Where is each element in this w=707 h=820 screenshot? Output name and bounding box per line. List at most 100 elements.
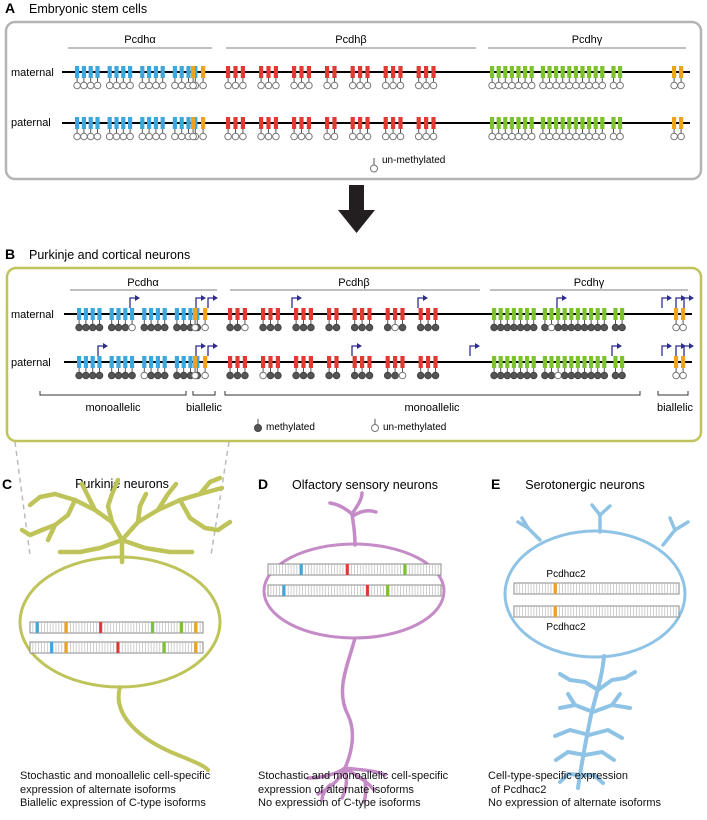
unmethylated-site — [521, 132, 529, 141]
methylated-site — [233, 371, 242, 380]
alpha-exon — [114, 117, 119, 129]
gamma-exon — [529, 66, 534, 78]
beta-exon — [242, 308, 247, 320]
unmethylated-site — [128, 323, 136, 332]
methylated-site — [226, 371, 234, 380]
unmethylated-site — [239, 81, 247, 90]
gamma-exon — [620, 308, 625, 320]
unmethylated-site — [389, 132, 397, 141]
beta-exon — [228, 356, 233, 368]
promoter-flag-icon — [689, 295, 694, 301]
beta-exon — [431, 117, 436, 129]
promoter-flag-stem — [683, 345, 690, 356]
expressed-segment — [162, 642, 166, 653]
c-type-exon — [203, 308, 208, 320]
unmethylated-site — [554, 371, 562, 380]
beta-exon — [383, 66, 388, 78]
unmethylated-site — [572, 132, 580, 141]
methylated-site — [114, 323, 123, 332]
methylated-site — [424, 323, 432, 332]
gamma-exon — [509, 66, 514, 78]
gamma-exon — [595, 308, 600, 320]
c-type-exon — [672, 117, 677, 129]
promoter-flag-stem — [661, 345, 668, 356]
unmethylated-site — [171, 81, 179, 90]
promoter-flag-icon — [617, 343, 622, 349]
alpha-exon — [97, 308, 102, 320]
beta-exon — [327, 308, 332, 320]
expressed-segment — [50, 642, 54, 653]
caption-purkinje-line-2: expression of alternate isoforms — [20, 783, 176, 796]
methylated-site — [307, 323, 315, 332]
gamma-exon — [600, 66, 605, 78]
unmethylated-site — [572, 81, 580, 90]
unmethylated-site — [396, 132, 405, 141]
methylated-site — [365, 323, 374, 332]
gamma-exon — [496, 66, 501, 78]
methylated-site — [128, 371, 136, 380]
gamma-exon — [503, 66, 508, 78]
methylated-site — [299, 371, 308, 380]
gamma-exon — [613, 308, 618, 320]
alpha-exon — [160, 117, 165, 129]
serotonergic-chromosomes — [513, 582, 680, 618]
gamma-exon — [580, 66, 585, 78]
alpha-exon — [95, 66, 100, 78]
unmethylated-site — [191, 371, 199, 380]
unmethylated-site — [585, 132, 593, 141]
unmethylated-site — [80, 132, 88, 141]
methylated-site — [600, 371, 609, 380]
caption-purkinje: Stochastic and monoallelic cell-specific… — [20, 770, 210, 811]
c-type-exon — [679, 66, 684, 78]
panel-a-title: Embryonic stem cells — [29, 2, 147, 16]
unmethylated-site — [545, 132, 554, 141]
gamma-exon — [562, 356, 567, 368]
panel-c-letter: C — [2, 476, 12, 492]
legend-unmethylated-b: un-methylated — [383, 422, 446, 433]
methylated-site — [490, 371, 498, 380]
alpha-exon — [181, 356, 186, 368]
gamma-exon — [523, 117, 528, 129]
cluster-label-beta-b: Pcdhβ — [338, 277, 369, 289]
gamma-exon — [593, 117, 598, 129]
unmethylated-site — [119, 132, 128, 141]
beta-exon — [424, 117, 429, 129]
promoter-flag-icon — [213, 343, 218, 349]
panel-b-border — [5, 266, 703, 443]
unmethylated-site — [257, 81, 265, 90]
unmethylated-site — [508, 81, 516, 90]
caption-serotonergic: Cell-type-specific expression of Pcdhαc2… — [488, 770, 661, 811]
alpha-exon — [90, 356, 95, 368]
methylated-site — [147, 371, 155, 380]
unmethylated-site — [86, 132, 95, 141]
unmethylated-site — [73, 81, 81, 90]
alpha-exon — [188, 308, 193, 320]
promoter-flag-stem — [611, 345, 618, 356]
unmethylated-site — [305, 132, 313, 141]
methylated-site — [299, 323, 308, 332]
gamma-exon — [498, 308, 503, 320]
methylated-site — [510, 323, 518, 332]
gamma-exon — [503, 117, 508, 129]
methylated-site — [611, 323, 620, 332]
unmethylated-site — [585, 81, 593, 90]
gamma-exon — [511, 308, 516, 320]
beta-exon — [294, 356, 299, 368]
caption-purkinje-line-3: Biallelic expression of C-type isoforms — [20, 797, 206, 809]
beta-exon — [261, 356, 266, 368]
methylated-site — [490, 323, 498, 332]
caption-serotonergic-line-2: of Pcdhαc2 — [488, 783, 547, 796]
beta-exon — [385, 356, 390, 368]
beta-exon — [400, 308, 405, 320]
gamma-exon — [529, 117, 534, 129]
alpha-exon — [95, 117, 100, 129]
gamma-exon — [556, 308, 561, 320]
promoter-flag-stem — [683, 297, 690, 308]
beta-exon — [383, 117, 388, 129]
beta-exon — [365, 66, 370, 78]
methylated-site — [292, 371, 300, 380]
panel-b-letter: B — [5, 246, 15, 262]
unmethylated-site — [429, 132, 438, 141]
beta-exon — [233, 117, 238, 129]
beta-exon — [292, 117, 297, 129]
